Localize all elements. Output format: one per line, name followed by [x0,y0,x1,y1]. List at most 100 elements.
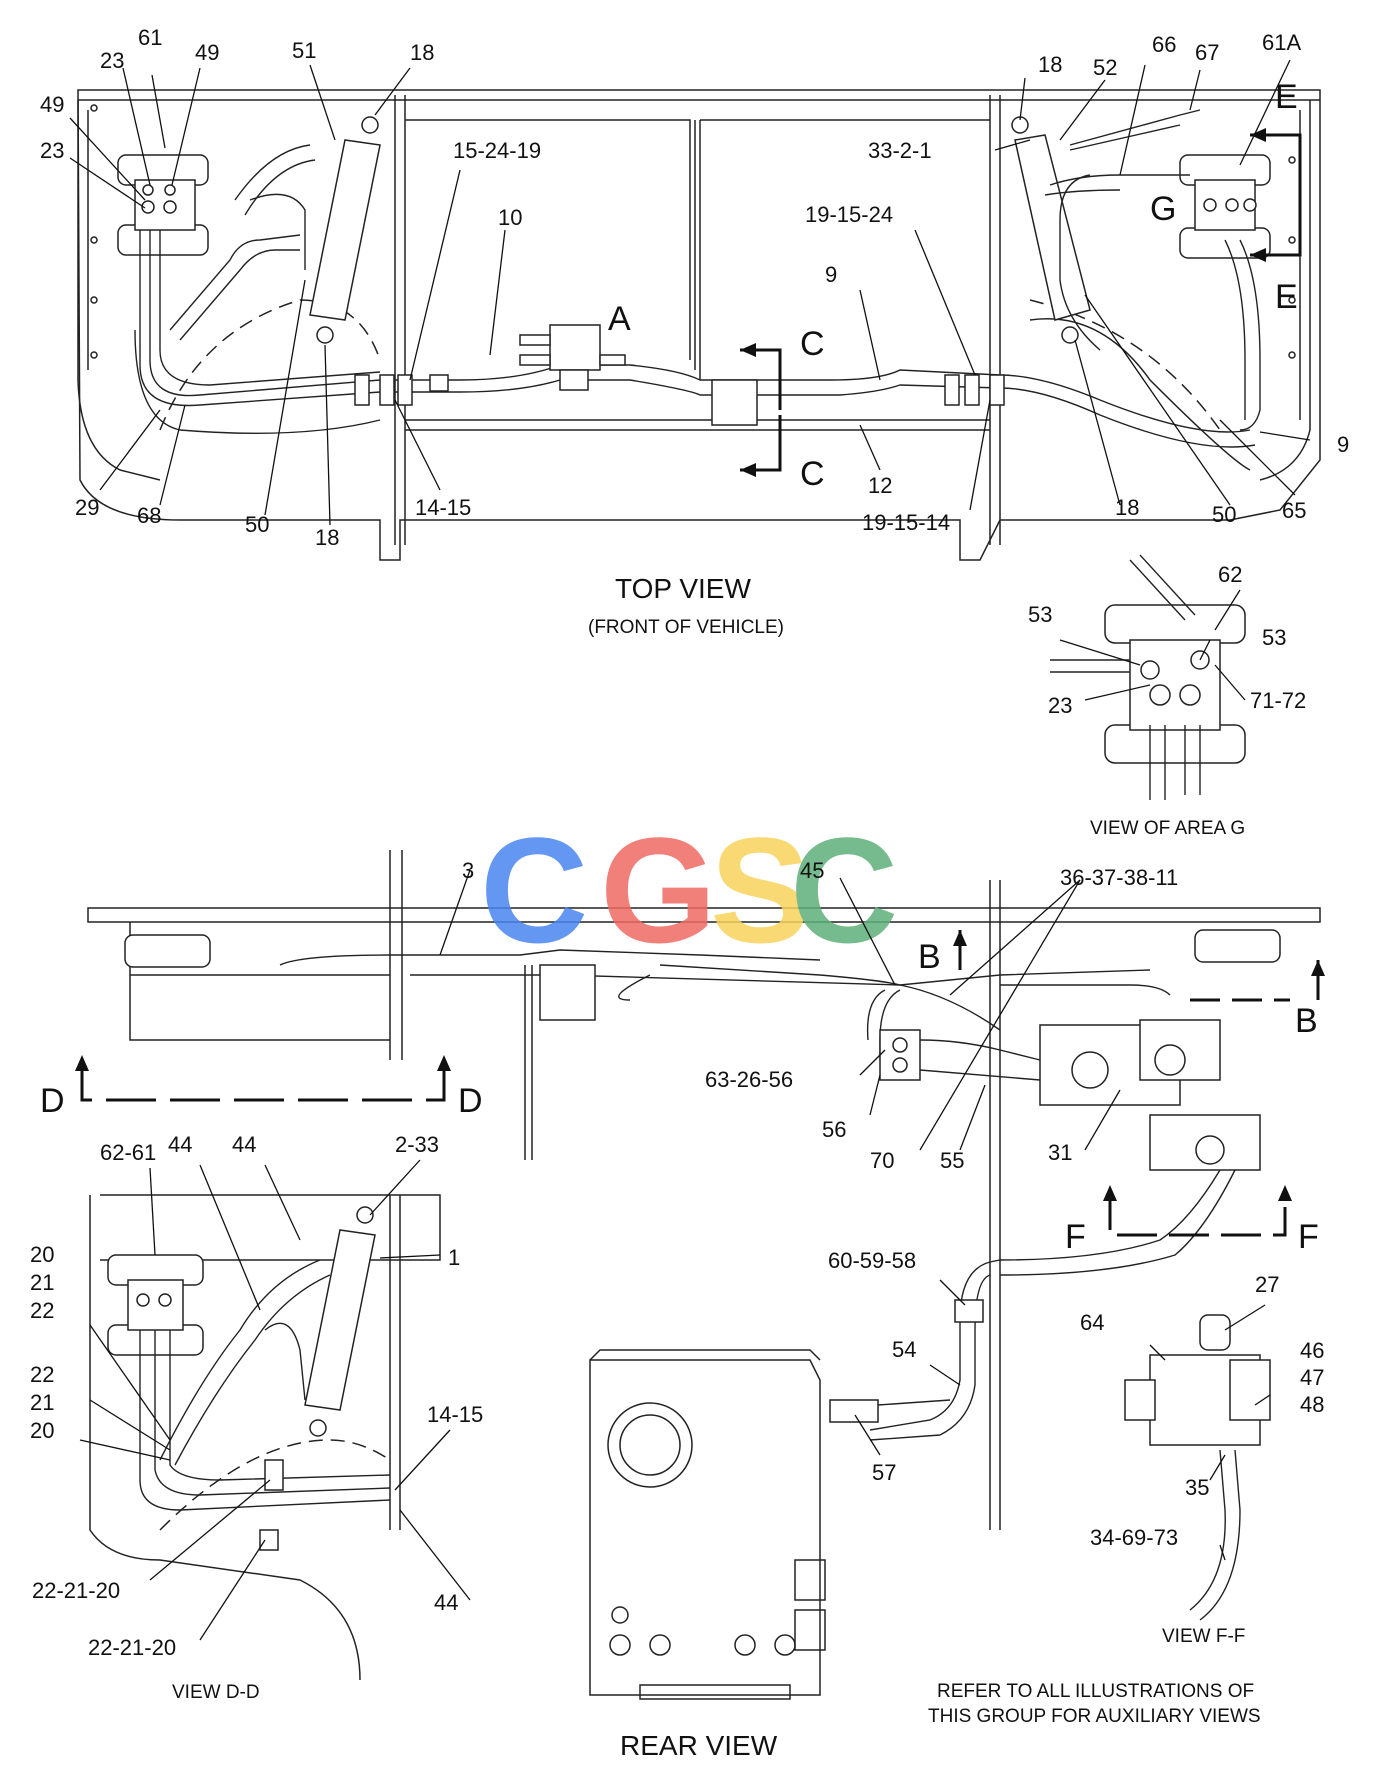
callout: 57 [872,1460,896,1485]
callout: 21 [30,1390,54,1415]
view-g-drawing [1050,554,1246,800]
callout: 44 [232,1132,256,1157]
callout: 62-61 [100,1140,156,1165]
callout: E [1275,78,1298,116]
callout: 19-15-14 [862,510,950,535]
view-ff-callouts: 27 64 46 47 48 35 34-69-73 [1080,1272,1324,1550]
callout: 56 [822,1117,846,1142]
callout: E [1275,278,1298,316]
callout: 34-69-73 [1090,1525,1178,1550]
callout: 67 [1195,40,1219,65]
callout: F [1065,1218,1086,1256]
callout: G [1150,190,1176,228]
callout: 18 [1115,495,1139,520]
watermark-letter-2: G [600,806,717,974]
callout: 36-37-38-11 [1060,865,1178,890]
callout: D [458,1082,483,1120]
callout: 62 [1218,562,1242,587]
callout: 47 [1300,1365,1324,1390]
callout: 14-15 [427,1402,483,1427]
callout: 66 [1152,32,1176,57]
top-view-callouts: 61 23 49 49 23 51 18 15-24-19 10 A C C 9… [40,25,1349,550]
callout: 18 [315,525,339,550]
callout: 70 [870,1148,894,1173]
callout: 23 [100,48,124,73]
callout: 27 [1255,1272,1279,1297]
callout: B [1295,1002,1318,1040]
view-dd-callouts: 62-61 44 44 2-33 1 20 21 22 22 21 20 14-… [30,1132,483,1660]
callout: 50 [245,512,269,537]
callout: D [40,1082,65,1120]
leader-lines [69,59,1311,1641]
callout: 64 [1080,1310,1104,1335]
callout: 23 [40,138,64,163]
callout: 19-15-24 [805,202,893,227]
callout: 53 [1262,625,1286,650]
view-g-callouts: 62 53 53 23 71-72 [1028,562,1306,718]
view-dd-drawing [89,1194,441,1681]
top-view-title: TOP VIEW [615,573,751,604]
callout: 53 [1028,602,1052,627]
view-g-title: VIEW OF AREA G [1090,818,1245,839]
rear-view-callouts: 3 45 36-37-38-11 B B D D 63-26-56 56 70 … [40,858,1319,1485]
callout: 18 [1038,52,1062,77]
callout: 63-26-56 [705,1067,793,1092]
callout: C [800,325,825,363]
callout: 12 [868,473,892,498]
callout: 2-33 [395,1132,439,1157]
callout: 10 [498,205,522,230]
callout: 51 [292,38,316,63]
callout: 15-24-19 [453,138,541,163]
callout: 31 [1048,1140,1072,1165]
callout: B [918,938,941,976]
callout: 44 [434,1590,458,1615]
callout: 14-15 [415,495,471,520]
callout: 18 [410,40,434,65]
view-ff-drawing [1124,1314,1271,1621]
auxiliary-views-note-line-1: REFER TO ALL ILLUSTRATIONS OF [937,1681,1254,1702]
callout: 22 [30,1362,54,1387]
callout: A [608,300,631,338]
rear-view-title: REAR VIEW [620,1730,778,1761]
callout: 46 [1300,1338,1324,1363]
callout: 23 [1048,693,1072,718]
callout: 35 [1185,1475,1209,1500]
watermark-letter-1: C [480,806,588,974]
callout: 21 [30,1270,54,1295]
callout: 49 [195,40,219,65]
auxiliary-views-note-line-2: THIS GROUP FOR AUXILIARY VIEWS [928,1706,1261,1727]
callout: 33-2-1 [868,138,932,163]
top-view-drawing [77,89,1321,561]
callout: C [800,455,825,493]
callout: 44 [168,1132,192,1157]
callout: 49 [40,92,64,117]
callout: 52 [1093,55,1117,80]
callout: 22-21-20 [32,1578,120,1603]
callout: 68 [137,503,161,528]
callout: F [1298,1218,1319,1256]
watermark: C G S C [480,806,898,974]
callout: 71-72 [1250,688,1306,713]
top-view-subtitle: (FRONT OF VEHICLE) [588,617,784,638]
callout: 29 [75,495,99,520]
callout: 20 [30,1242,54,1267]
view-dd-title: VIEW D-D [172,1682,260,1703]
callout: 3 [462,858,474,883]
callout: 61 [138,25,162,50]
watermark-letter-3: S [710,806,810,974]
callout: 20 [30,1418,54,1443]
callout: 22-21-20 [88,1635,176,1660]
callout: 9 [825,262,837,287]
watermark-letter-4: C [790,806,898,974]
callout: 65 [1282,498,1306,523]
callout: 55 [940,1148,964,1173]
callout: 60-59-58 [828,1248,916,1273]
callout: 9 [1337,432,1349,457]
callout: 22 [30,1298,54,1323]
rear-view-drawing [75,850,1325,1700]
callout: 1 [448,1245,460,1270]
callout: 61A [1262,30,1301,55]
callout: 45 [800,858,824,883]
callout: 48 [1300,1392,1324,1417]
